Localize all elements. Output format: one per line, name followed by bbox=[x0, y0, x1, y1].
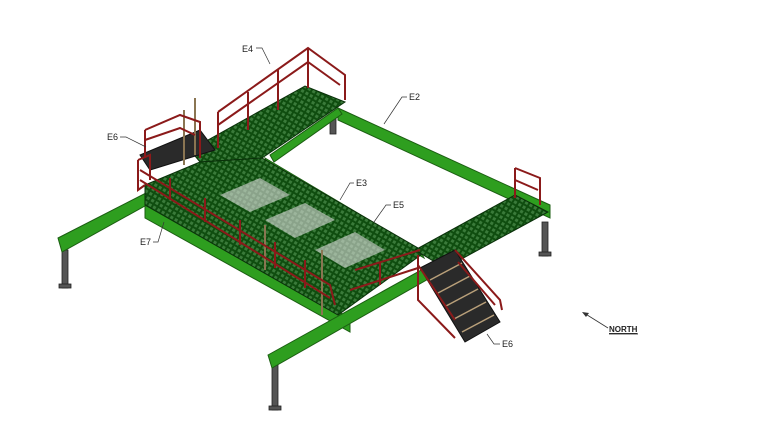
svg-text:E2: E2 bbox=[409, 92, 420, 102]
svg-text:E6: E6 bbox=[502, 339, 513, 349]
grating-decks bbox=[144, 85, 550, 316]
callout-e7: E7 bbox=[140, 221, 165, 247]
svg-text:E6: E6 bbox=[107, 132, 118, 142]
callout-e2: E2 bbox=[383, 92, 420, 125]
callout-e4: E4 bbox=[242, 44, 271, 65]
svg-text:E4: E4 bbox=[242, 44, 253, 54]
callout-e5: E5 bbox=[373, 200, 404, 223]
svg-text:E7: E7 bbox=[140, 237, 151, 247]
north-arrow-icon bbox=[583, 312, 609, 329]
stair-northwest bbox=[139, 129, 216, 171]
north-label: NORTH bbox=[609, 325, 638, 334]
handrails bbox=[137, 46, 541, 339]
north-arrow: NORTH bbox=[582, 312, 638, 335]
callout-e3: E3 bbox=[339, 178, 367, 201]
stair-east bbox=[419, 249, 501, 343]
beam-southwest bbox=[57, 191, 153, 253]
svg-text:E3: E3 bbox=[356, 178, 367, 188]
vertical-posts bbox=[183, 98, 323, 315]
callout-e6-top: E6 bbox=[107, 132, 147, 148]
east-walkway-grating bbox=[413, 194, 550, 269]
upper-walkway-grating bbox=[189, 85, 347, 163]
svg-text:E5: E5 bbox=[393, 200, 404, 210]
callout-e6-stair: E6 bbox=[486, 333, 513, 349]
stairs bbox=[139, 129, 501, 343]
beam-north bbox=[269, 107, 343, 163]
